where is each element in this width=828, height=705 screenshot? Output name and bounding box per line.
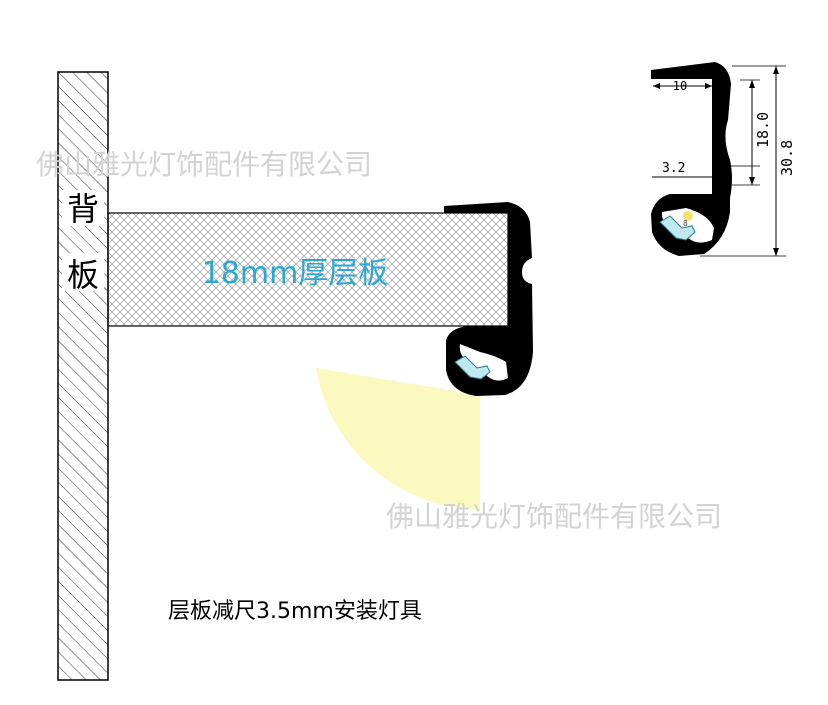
svg-text:8: 8	[683, 219, 688, 228]
caption: 层板减尺3.5mm安装灯具	[168, 599, 422, 624]
dimension-width-label: 10	[673, 79, 687, 93]
shelf-label: 18mm厚层板	[202, 256, 389, 291]
profile-detail: 8	[651, 62, 732, 256]
dimension-height-total: 30.8	[700, 65, 796, 257]
dimension-thickness-label: 3.2	[662, 161, 685, 176]
dimension-width: 10	[653, 79, 712, 93]
dimension-height-inner: 18.0	[732, 79, 772, 186]
watermark-bottom: 佛山雅光灯饰配件有限公司	[386, 500, 722, 533]
led-strip	[454, 355, 491, 380]
back-panel-label-1: 背	[67, 190, 99, 228]
light-beam	[316, 368, 480, 510]
detail-led-strip	[659, 215, 696, 241]
back-panel	[57, 71, 109, 681]
mounted-profile	[444, 202, 533, 396]
dimension-thickness: 3.2	[652, 161, 760, 178]
dimension-height-inner-label: 18.0	[754, 112, 772, 148]
watermark-top: 佛山雅光灯饰配件有限公司	[36, 148, 372, 181]
back-panel-label-2: 板	[67, 256, 99, 294]
dimension-height-total-label: 30.8	[778, 140, 796, 176]
